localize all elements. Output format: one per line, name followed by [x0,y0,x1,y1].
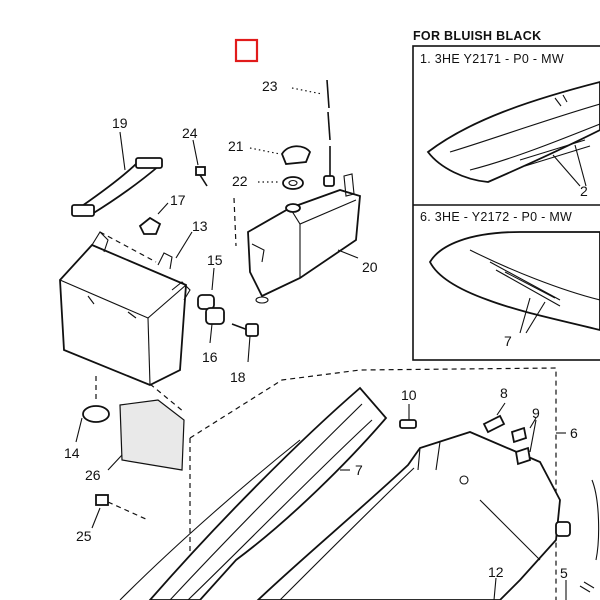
part-20-reservoir: 20 [233,173,378,304]
part-26-pad: 26 [85,383,185,483]
callout-24: 24 [182,125,198,141]
part-5: 5 [560,565,595,600]
callout-12: 12 [488,564,504,580]
callout-26: 26 [85,467,101,483]
inset-row-1-label: 1. 3HE Y2171 - P0 - MW [420,52,564,66]
callout-7-inset: 7 [504,333,512,349]
part-6: 6 [556,425,578,441]
callout-17: 17 [170,192,186,208]
callout-5: 5 [560,565,568,581]
callout-8: 8 [500,385,508,401]
part-24-bolt: 24 [182,125,208,187]
nut-right [555,479,600,561]
part-7-side-cover: 7 [119,386,388,600]
part-25-screw: 25 [76,494,149,544]
part-8: 8 [482,385,508,434]
part-10: 10 [399,387,417,429]
callout-18: 18 [230,369,246,385]
callout-7: 7 [355,462,363,478]
frame-member [256,431,561,600]
inset-title: FOR BLUISH BLACK [413,29,541,43]
part-21-22-cap: 21 22 [228,138,312,190]
part-17-clip: 17 [138,192,186,235]
part-19-strap: 19 [71,115,163,217]
battery-box [59,231,191,386]
callout-20: 20 [362,259,378,275]
side-cover-lower: 7 [428,231,600,349]
callout-9: 9 [532,405,540,421]
callout-6: 6 [570,425,578,441]
part-14-rubber: 14 [64,376,110,461]
part-13: 13 [175,218,208,259]
callout-13: 13 [192,218,208,234]
callout-21: 21 [228,138,244,154]
inset-frame [412,45,600,361]
inset-row-2-label: 6. 3HE - Y2172 - P0 - MW [420,210,572,224]
part-15-16-18: 15 16 18 [197,252,259,385]
callout-10: 10 [401,387,417,403]
part-23-rod: 23 [262,78,335,187]
callout-16: 16 [202,349,218,365]
callout-19: 19 [112,115,128,131]
callout-25: 25 [76,528,92,544]
inset-panel: FOR BLUISH BLACK 1. 3HE Y2171 - P0 - MW … [412,29,600,361]
callout-22: 22 [232,173,248,189]
callout-15: 15 [207,252,223,268]
part-9: 9 [510,405,540,466]
part-12: 12 [488,564,504,600]
callout-2: 2 [580,183,588,199]
callout-14: 14 [64,445,80,461]
callout-23: 23 [262,78,278,94]
red-marker-square [234,38,259,63]
side-cover-upper: 2 [426,81,600,199]
